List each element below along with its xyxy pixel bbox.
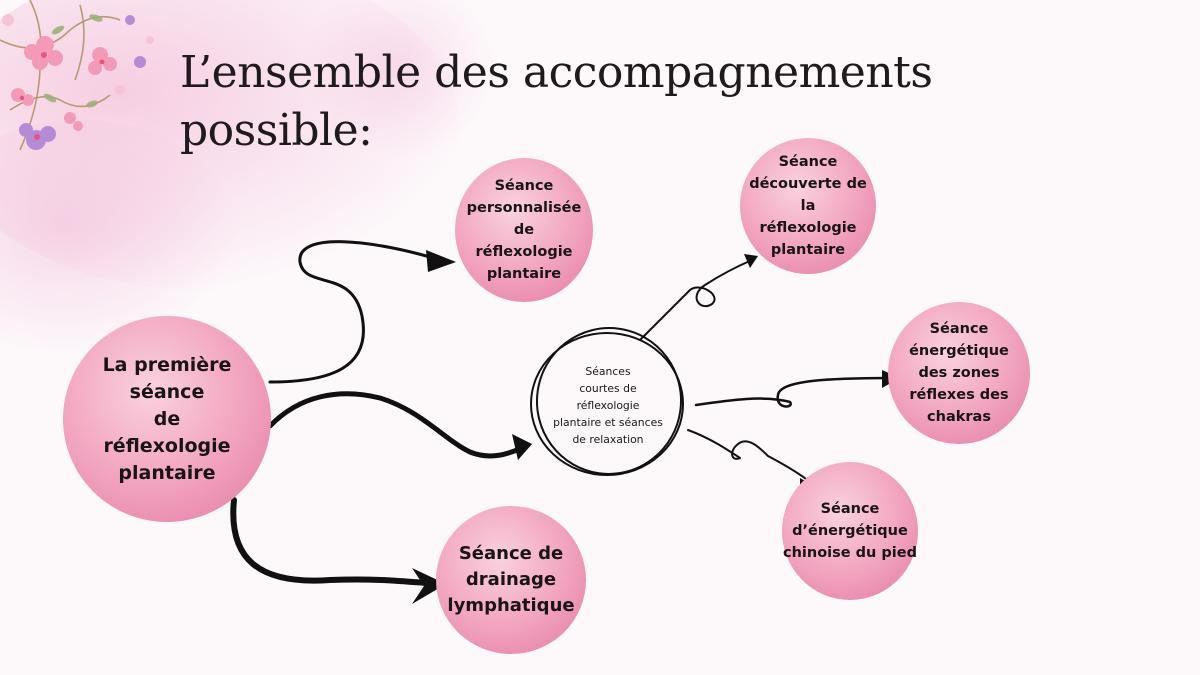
arrowhead-drainage <box>412 568 446 604</box>
node-premiere-seance: La première séance de réflexologie plant… <box>63 316 271 522</box>
pink-watercolor-wash <box>300 0 500 160</box>
node-seance-personnalisee: Séance personnalisée de réflexologie pla… <box>455 158 593 302</box>
arrowhead-personnalisee <box>426 250 456 272</box>
node-seance-energetique-chinoise: Séance d’énergétique chinoise du pied <box>782 462 918 600</box>
arrowhead-decouverte <box>744 254 758 268</box>
node-seance-decouverte-label: Séance découverte de la réflexologie pla… <box>749 154 867 258</box>
node-seance-drainage: Séance de drainage lymphatique <box>436 506 586 654</box>
node-seance-energetique-chakras: Séance énergétique des zones réflexes de… <box>888 302 1030 444</box>
center-circle-outline <box>535 327 683 475</box>
node-seance-personnalisee-label: Séance personnalisée de réflexologie pla… <box>466 178 582 282</box>
arrow-center-to-chakras <box>694 376 898 408</box>
node-seances-courtes-label: Séances courtes de réflexologie plantair… <box>553 364 663 446</box>
pink-watercolor-wash <box>0 0 460 290</box>
node-seance-energetique-chinoise-label: Séance d’énergétique chinoise du pied <box>783 501 917 561</box>
node-seance-energetique-chakras-label: Séance énergétique des zones réflexes de… <box>909 321 1009 425</box>
arrow-center-to-decouverte <box>639 259 753 341</box>
node-premiere-seance-label: La première séance de réflexologie plant… <box>102 353 232 484</box>
arrow-main-to-personnalisee <box>268 240 449 384</box>
node-seance-drainage-label: Séance de drainage lymphatique <box>447 543 575 616</box>
arrow-main-to-drainage <box>230 497 443 587</box>
arrow-center-to-chinoise <box>687 429 811 483</box>
arrowhead-center <box>512 434 532 460</box>
page-title: L’ensemble des accompagnements possible: <box>180 44 1060 160</box>
arrow-main-to-center <box>267 391 531 459</box>
title-line-2: possible: <box>180 105 373 156</box>
floral-decoration-icon <box>0 0 154 151</box>
title-line-1: L’ensemble des accompagnements <box>180 47 933 98</box>
node-seances-courtes: Séances courtes de réflexologie plantair… <box>530 332 686 478</box>
node-seance-decouverte: Séance découverte de la réflexologie pla… <box>740 138 876 274</box>
